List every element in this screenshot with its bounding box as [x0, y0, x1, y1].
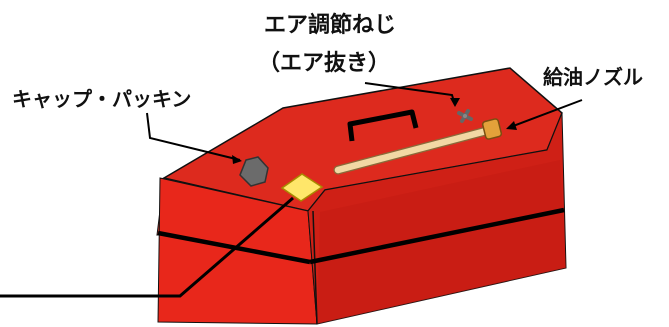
tank-edge [312, 210, 318, 325]
carry-handle-icon [347, 109, 419, 142]
hexagon-cap-icon [239, 156, 269, 187]
tank-side-shadow [317, 160, 566, 324]
arrow-cap [232, 155, 242, 164]
label-fuel-nozzle: 給油ノズル [543, 65, 643, 89]
leader-nozzle [507, 99, 583, 129]
label-plate-icon [280, 173, 324, 202]
label-air-release: （エア抜き） [258, 51, 390, 76]
fuel-tank [156, 67, 567, 325]
fuel-nozzle-icon [333, 118, 503, 175]
plus-screw-icon [457, 109, 473, 123]
label-cap-packing: キャップ・パッキン [12, 87, 191, 111]
leader-plate [0, 196, 294, 298]
arrow-nozzle [506, 121, 517, 130]
tank-belt-side [309, 207, 565, 265]
leader-cap [146, 112, 241, 161]
label-air-screw: エア調節ねじ [264, 12, 396, 38]
arrow-air-screw [450, 98, 460, 107]
